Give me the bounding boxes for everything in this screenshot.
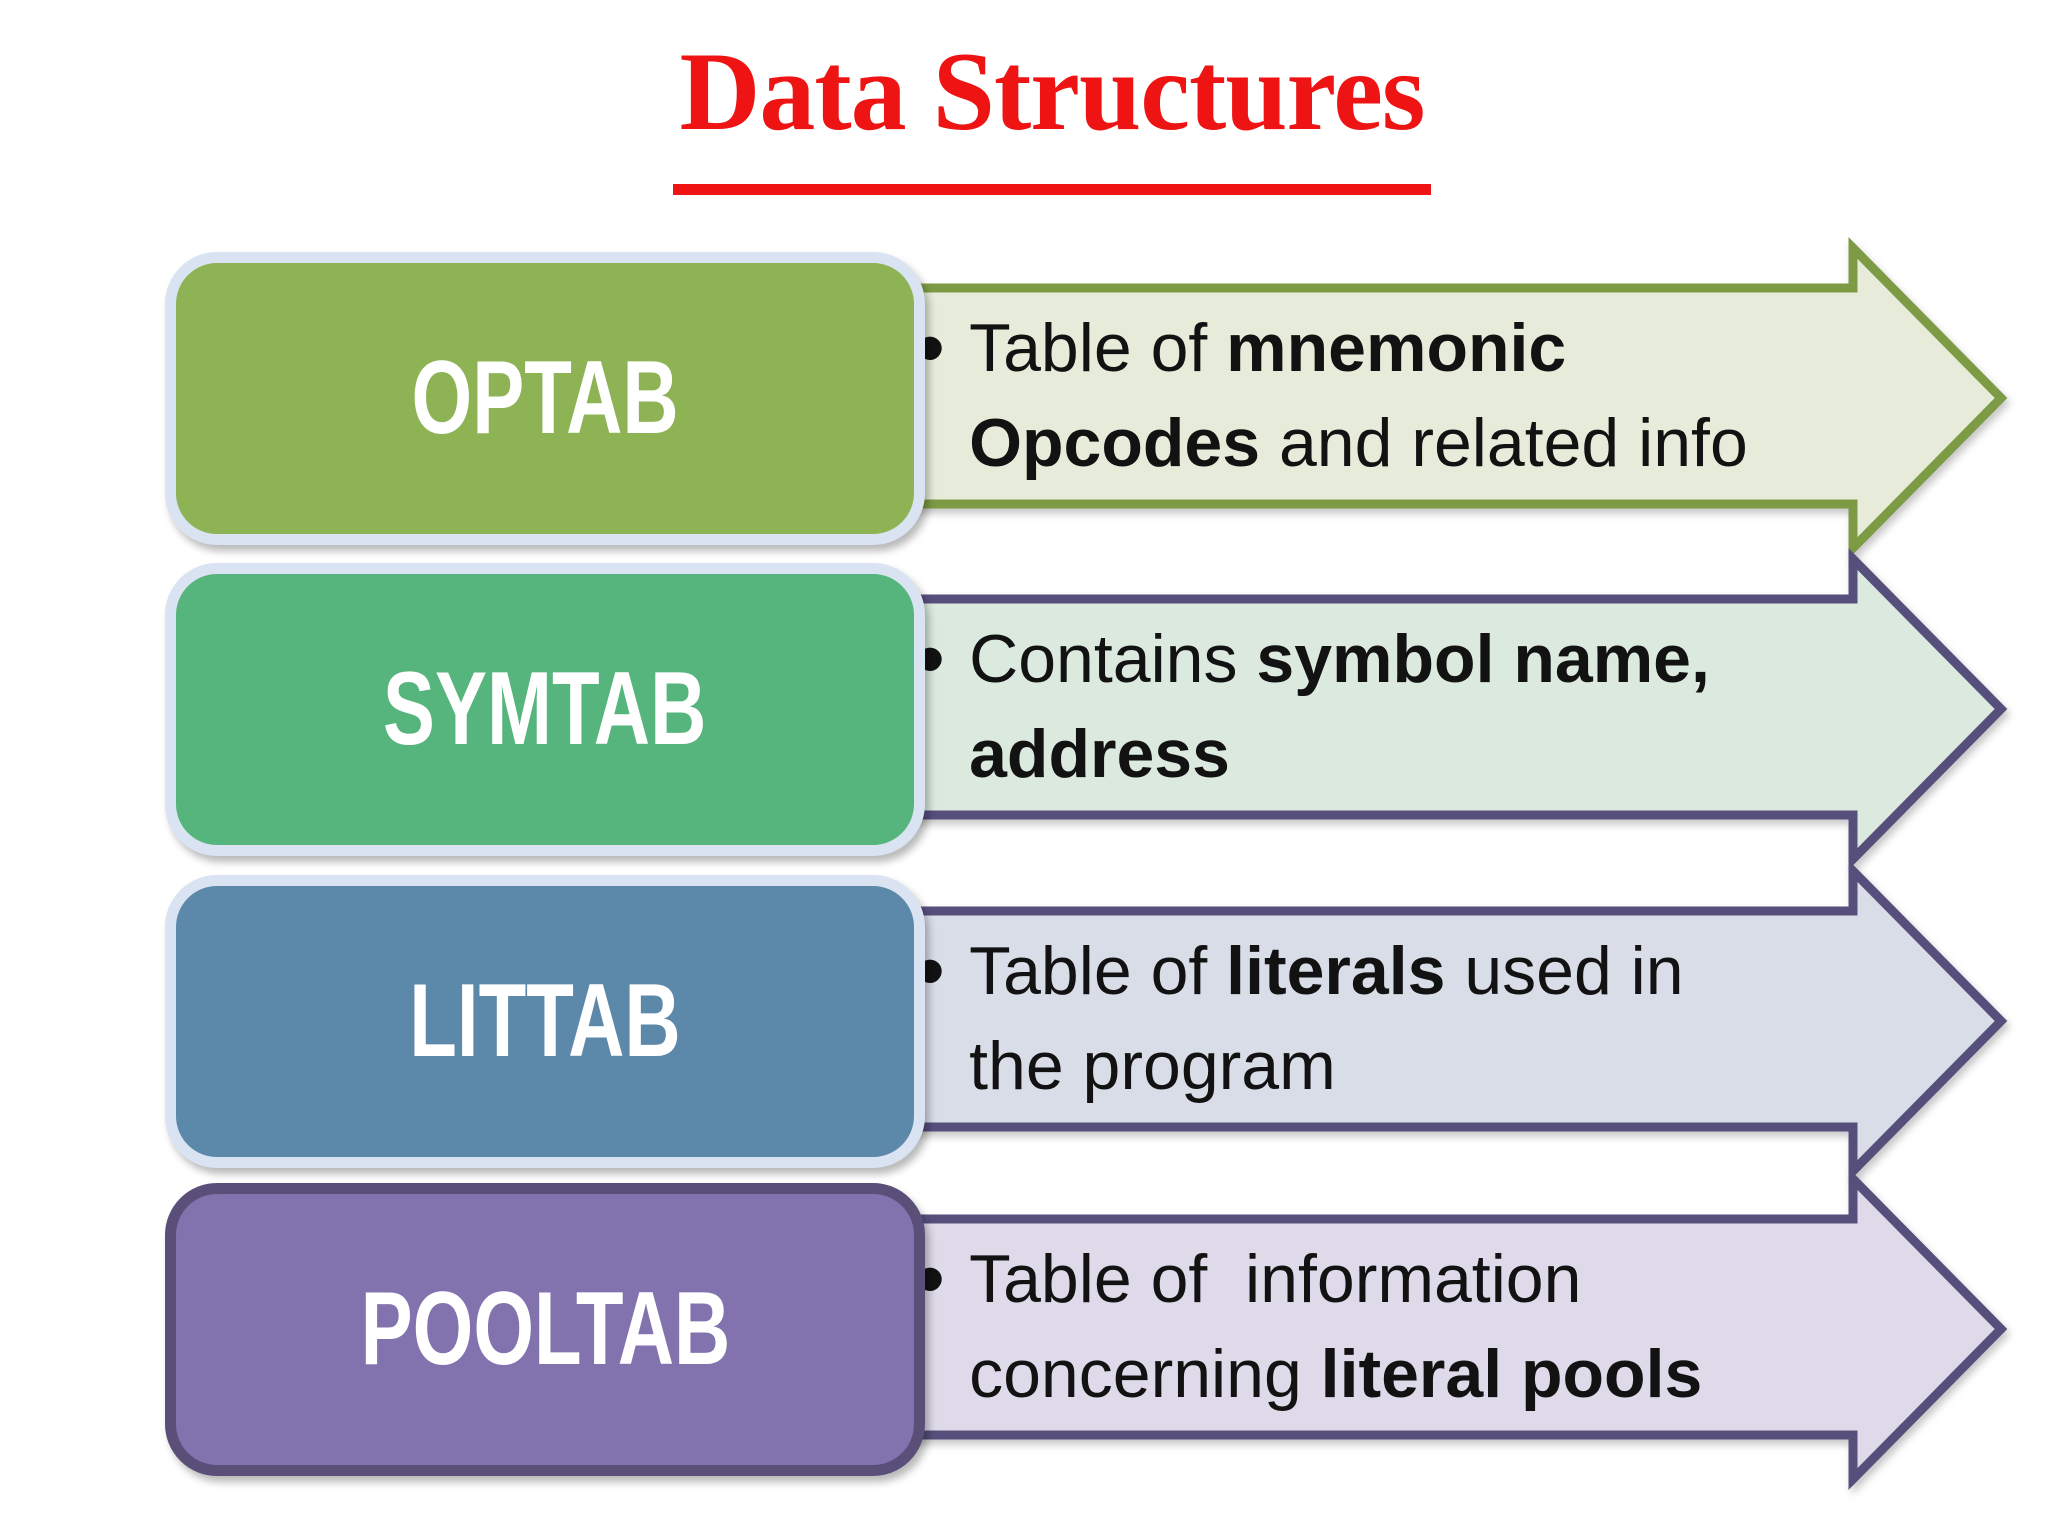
description-text: Table of information concerning literal … bbox=[969, 1241, 1703, 1412]
right-arrow-icon bbox=[815, 860, 2008, 1182]
arrow-description: • Table of information concerning litera… bbox=[915, 1219, 1915, 1435]
row-littab: • Table of literals used in the program … bbox=[0, 860, 2048, 1182]
title-block: Data Structures bbox=[0, 22, 2048, 195]
page-title: Data Structures bbox=[673, 22, 1431, 195]
right-arrow-icon bbox=[815, 1168, 2008, 1490]
description-text: Table of literals used in the program bbox=[969, 933, 1684, 1104]
description-text: Table of mnemonic Opcodes and related in… bbox=[969, 310, 1748, 481]
optab-label: OPTAB bbox=[411, 340, 679, 456]
row-symtab: • Contains symbol name, address SYMTAB bbox=[0, 548, 2048, 870]
littab-box: LITTAB bbox=[165, 875, 925, 1168]
optab-box: OPTAB bbox=[165, 252, 925, 545]
arrow-description: • Contains symbol name, address bbox=[915, 599, 1915, 815]
pooltab-label: POOLTAB bbox=[360, 1271, 730, 1387]
description-text: Contains symbol name, address bbox=[969, 621, 1710, 792]
littab-label: LITTAB bbox=[409, 963, 681, 1079]
row-pooltab: • Table of information concerning litera… bbox=[0, 1168, 2048, 1490]
symtab-box: SYMTAB bbox=[165, 563, 925, 856]
right-arrow-icon bbox=[815, 237, 2008, 559]
symtab-label: SYMTAB bbox=[383, 651, 707, 767]
arrow-description: • Table of mnemonic Opcodes and related … bbox=[915, 288, 1915, 504]
row-optab: • Table of mnemonic Opcodes and related … bbox=[0, 237, 2048, 559]
pooltab-box: POOLTAB bbox=[165, 1183, 925, 1476]
arrow-description: • Table of literals used in the program bbox=[915, 911, 1915, 1127]
right-arrow-icon bbox=[815, 548, 2008, 870]
